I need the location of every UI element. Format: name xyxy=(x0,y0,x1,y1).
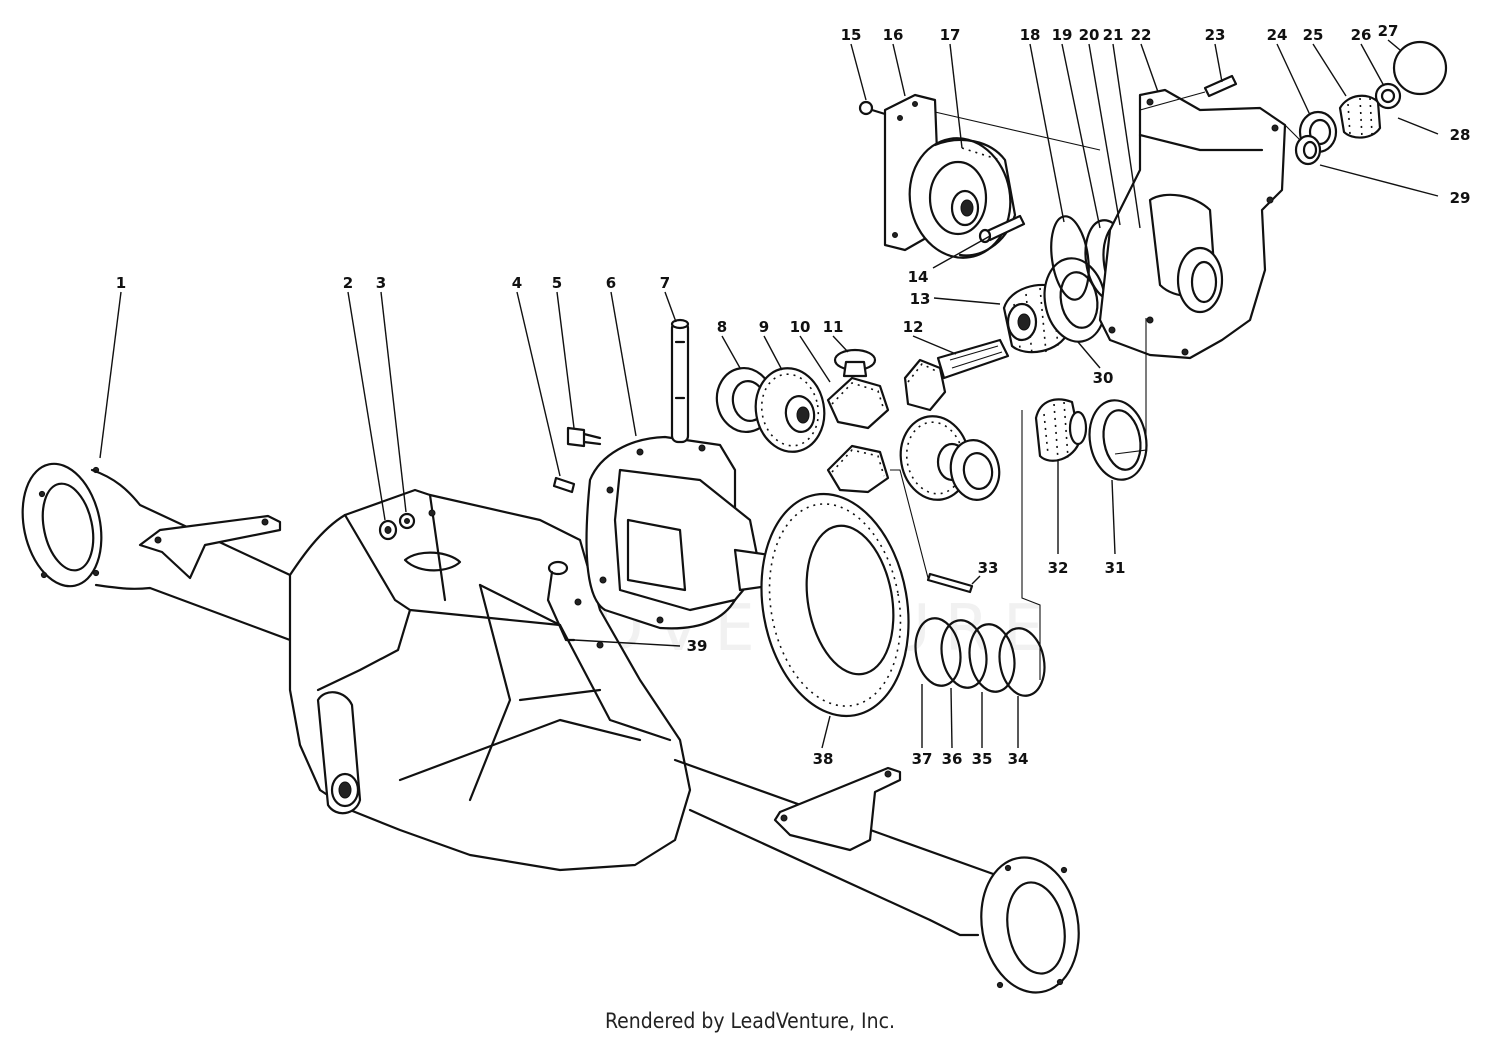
gasket-screw xyxy=(858,100,887,116)
part-label-24: 24 xyxy=(1267,26,1288,44)
axle-housing xyxy=(21,462,1080,994)
part-label-11: 11 xyxy=(823,318,844,336)
part-label-22: 22 xyxy=(1131,26,1152,44)
part-label-23: 23 xyxy=(1205,26,1226,44)
part-label-32: 32 xyxy=(1048,559,1069,577)
input-cover xyxy=(908,137,1017,259)
part-label-31: 31 xyxy=(1105,559,1126,577)
part-label-2: 2 xyxy=(343,274,353,292)
part-label-38: 38 xyxy=(813,750,834,768)
part-label-21: 21 xyxy=(1103,26,1124,44)
nut-and-lockwasher xyxy=(378,512,416,541)
cross-shaft xyxy=(670,318,690,444)
ring-gear xyxy=(760,492,910,718)
input-bearing-stack xyxy=(1284,40,1448,166)
pinion-shaft xyxy=(903,338,1010,412)
part-number-labels: 1 2 3 4 5 6 7 8 9 10 11 12 13 14 15 16 1… xyxy=(116,22,1471,768)
part-label-13: 13 xyxy=(910,290,931,308)
part-label-27: 27 xyxy=(1378,22,1399,40)
part-label-25: 25 xyxy=(1303,26,1324,44)
part-label-7: 7 xyxy=(660,274,670,292)
side-gear-left xyxy=(754,367,826,453)
part-label-34: 34 xyxy=(1008,750,1029,768)
part-label-39: 39 xyxy=(687,637,708,655)
side-gear-right xyxy=(899,415,1001,501)
part-label-16: 16 xyxy=(883,26,904,44)
part-label-33: 33 xyxy=(978,559,999,577)
dowel-pin xyxy=(552,476,576,494)
part-label-37: 37 xyxy=(912,750,933,768)
bearing-cup xyxy=(1088,399,1148,481)
pinion-washer xyxy=(833,348,877,378)
part-label-26: 26 xyxy=(1351,26,1372,44)
pinion-gears xyxy=(826,376,890,494)
leader-lines xyxy=(99,39,1439,749)
part-label-14: 14 xyxy=(908,268,929,286)
part-label-36: 36 xyxy=(942,750,963,768)
part-label-12: 12 xyxy=(903,318,924,336)
fill-plug xyxy=(546,560,576,642)
part-label-19: 19 xyxy=(1052,26,1073,44)
part-label-35: 35 xyxy=(972,750,993,768)
part-label-17: 17 xyxy=(940,26,961,44)
part-label-1: 1 xyxy=(116,274,126,292)
part-label-9: 9 xyxy=(759,318,769,336)
differential-case xyxy=(585,435,777,630)
input-housing xyxy=(1098,88,1287,360)
part-label-4: 4 xyxy=(512,274,522,292)
bolt xyxy=(566,426,602,448)
part-label-29: 29 xyxy=(1450,189,1471,207)
part-label-30: 30 xyxy=(1093,369,1114,387)
part-label-8: 8 xyxy=(717,318,727,336)
part-label-18: 18 xyxy=(1020,26,1041,44)
part-label-6: 6 xyxy=(606,274,616,292)
assembly-lines xyxy=(890,111,1147,680)
bearing-cone xyxy=(1034,398,1088,462)
part-label-20: 20 xyxy=(1079,26,1100,44)
shim-set xyxy=(914,617,1046,697)
part-label-5: 5 xyxy=(552,274,562,292)
housing-bolt xyxy=(1139,74,1238,111)
roll-pin xyxy=(926,572,974,594)
part-label-10: 10 xyxy=(790,318,811,336)
part-label-3: 3 xyxy=(376,274,386,292)
part-label-28: 28 xyxy=(1450,126,1471,144)
credit-footer: Rendered by LeadVenture, Inc. xyxy=(605,1009,895,1033)
part-label-15: 15 xyxy=(841,26,862,44)
